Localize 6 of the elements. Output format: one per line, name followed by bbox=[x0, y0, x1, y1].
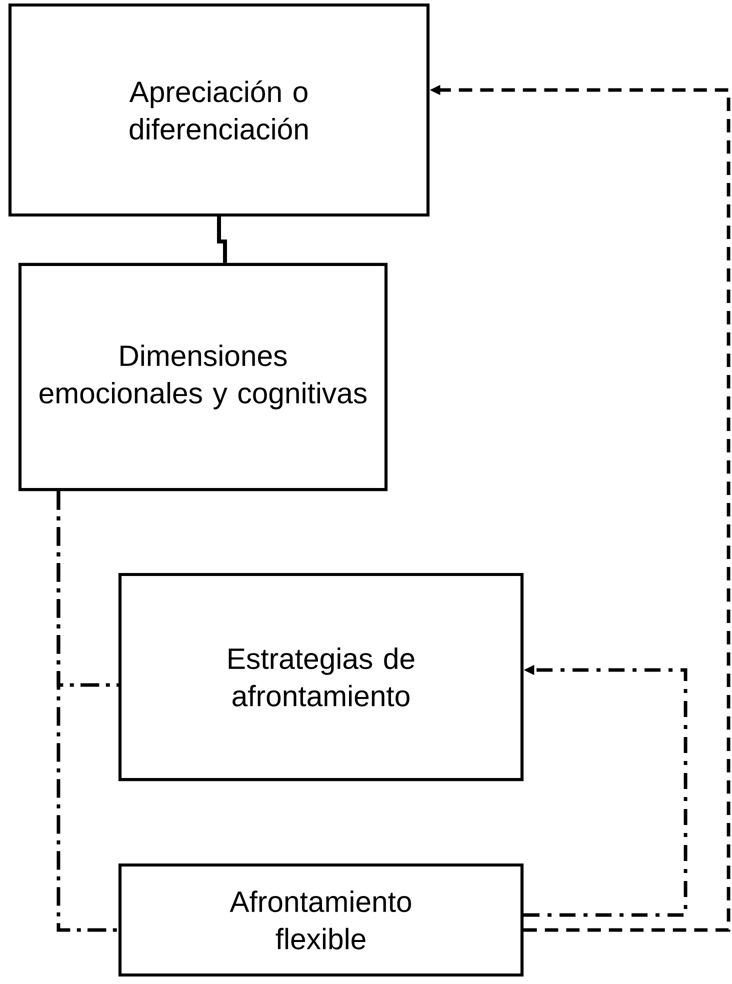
connector bbox=[217, 216, 227, 263]
process-box: Afrontamiento flexible bbox=[118, 863, 524, 977]
process-box: Estrategias de afrontamiento bbox=[118, 572, 524, 782]
connector bbox=[56, 491, 118, 932]
process-box: Apreciación o diferenciación bbox=[8, 3, 430, 217]
process-box: Dimensiones emocionales y cognitivas bbox=[18, 262, 388, 492]
